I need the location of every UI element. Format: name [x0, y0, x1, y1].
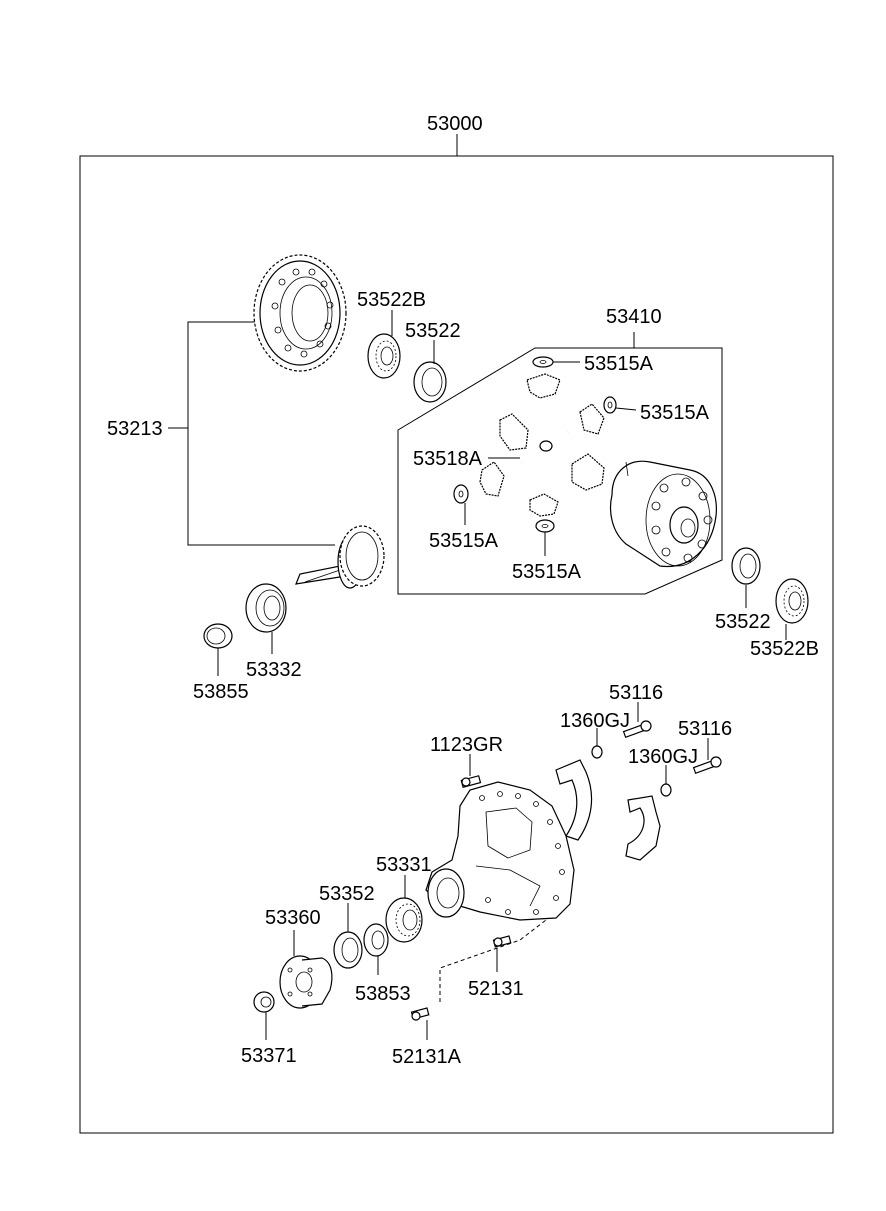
- label-53522-lower: 53522: [715, 611, 771, 633]
- label-53332: 53332: [246, 659, 302, 681]
- dashed-guide-52131a: [439, 919, 547, 1002]
- label-53371: 53371: [241, 1045, 297, 1067]
- label-1360gj-right: 1360GJ: [628, 746, 698, 768]
- bolt-53116-upper: [622, 720, 652, 739]
- label-53853: 53853: [355, 983, 411, 1005]
- label-53410: 53410: [606, 306, 662, 328]
- ring-pinion-bracket: [187, 321, 335, 546]
- side-gear-left: [499, 413, 529, 451]
- plug-52131: [492, 935, 512, 948]
- diff-case-frame: [397, 347, 723, 595]
- bearing-53522-upper: [413, 361, 447, 403]
- label-52131a: 52131A: [392, 1046, 462, 1068]
- ring-gear: [253, 254, 347, 372]
- washer-left: [453, 484, 469, 504]
- label-1360gj-upper: 1360GJ: [560, 710, 630, 732]
- plug-52131a: [410, 1007, 430, 1021]
- bearing-cap-right: [625, 795, 661, 861]
- label-53352: 53352: [319, 883, 375, 905]
- bearing-53522b-upper: [367, 333, 401, 379]
- washer-top: [532, 356, 554, 368]
- oil-seal-53352: [333, 931, 363, 969]
- differential-carrier: [425, 781, 575, 921]
- label-52131: 52131: [468, 978, 524, 1000]
- label-53522b-lower: 53522B: [750, 638, 819, 660]
- spacer-53855: [203, 623, 233, 649]
- bearing-53522b-lower: [775, 578, 809, 624]
- label-53360: 53360: [265, 907, 321, 929]
- assembly-frame: [79, 155, 834, 1134]
- label-1123gr: 1123GR: [430, 734, 503, 756]
- pinion-shaft: [521, 420, 569, 470]
- washer-bottom: [535, 519, 555, 533]
- label-53515a-top: 53515A: [584, 353, 654, 375]
- label-53000: 53000: [427, 113, 483, 135]
- label-53116-right: 53116: [678, 718, 732, 740]
- pinion-gear-left: [479, 461, 505, 497]
- bearing-cap-left: [555, 759, 593, 841]
- bolt-53116-right: [692, 756, 722, 775]
- side-gear-top: [526, 373, 561, 399]
- washer-1360gj-upper: [591, 745, 603, 759]
- thrust-washer-53853: [363, 923, 389, 957]
- washer-right: [603, 396, 617, 414]
- pinion-gear: [295, 525, 385, 589]
- companion-flange-53360: [279, 955, 333, 1009]
- label-53518a: 53518A: [413, 448, 483, 470]
- side-gear-bottom: [529, 493, 559, 517]
- nut-53371: [253, 991, 275, 1013]
- leader-53515a-right: [615, 407, 637, 411]
- label-53515a-right: 53515A: [640, 402, 710, 424]
- pinion-bearing-53332: [245, 583, 287, 633]
- label-53522-upper: 53522: [405, 320, 461, 342]
- label-53515a-left: 53515A: [429, 530, 499, 552]
- label-53855: 53855: [193, 681, 249, 703]
- label-53116-upper: 53116: [609, 682, 663, 704]
- pinion-gear-right: [579, 403, 605, 435]
- label-53515a-bottom: 53515A: [512, 561, 582, 583]
- bearing-53522-lower: [731, 547, 761, 585]
- differential-case: [609, 460, 717, 568]
- label-53213: 53213: [107, 418, 163, 440]
- label-53522b-upper: 53522B: [357, 289, 426, 311]
- washer-1360gj-right: [660, 783, 672, 797]
- front-bearing-53331: [385, 897, 423, 943]
- label-53331: 53331: [376, 854, 432, 876]
- breather-1123gr: [460, 775, 482, 788]
- side-gear-right: [571, 453, 605, 491]
